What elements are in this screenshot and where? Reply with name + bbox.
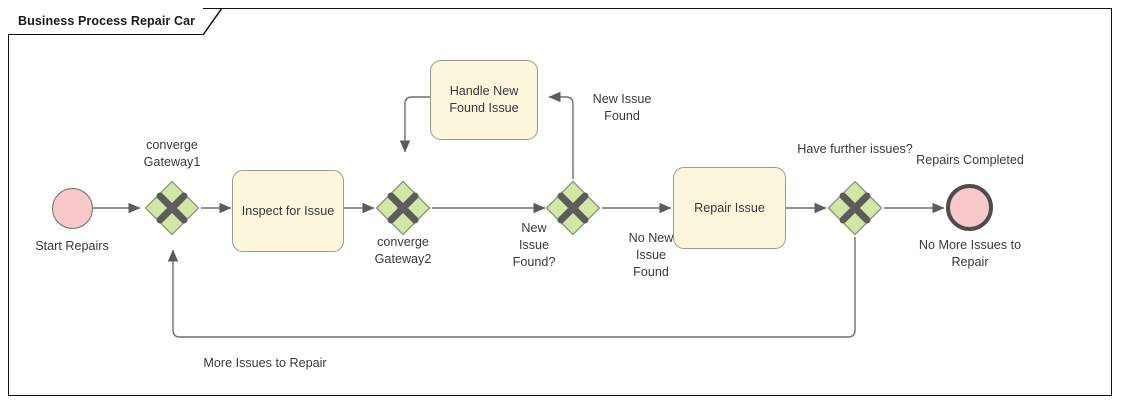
task-repair-label: Repair Issue — [694, 200, 765, 215]
gateway3-diamond-icon — [545, 180, 601, 236]
task-repair-issue[interactable]: Repair Issue — [673, 167, 786, 249]
task-inspect-for-issue[interactable]: Inspect for Issue — [232, 170, 344, 252]
process-title-tab: Business Process Repair Car — [8, 8, 223, 35]
end-event-sublabel: No More Issues to Repair — [918, 238, 1022, 269]
process-title-label: Business Process Repair Car — [18, 14, 196, 28]
gateway4-label: Have further issues? — [797, 142, 913, 156]
task-handle-new-found-issue[interactable]: Handle New Found Issue — [430, 60, 538, 140]
gateway1-diamond-icon — [144, 180, 200, 236]
gateway2-label: converge Gateway2 — [374, 235, 432, 266]
end-event-repairs-completed[interactable] — [946, 184, 993, 231]
flow-label-no-new-issue-found: No New Issue Found — [628, 231, 674, 279]
flow-label-more-issues-to-repair: More Issues to Repair — [203, 356, 327, 370]
gateway2-diamond-icon — [375, 180, 431, 236]
task-inspect-label: Inspect for Issue — [241, 203, 335, 218]
gateway-converge-gateway1[interactable] — [144, 180, 200, 236]
gateway-converge-gateway2[interactable] — [375, 180, 431, 236]
task-handle-label: Handle New Found Issue — [449, 84, 519, 115]
end-event-label: Repairs Completed — [916, 153, 1024, 167]
gateway-new-issue-found[interactable] — [545, 180, 601, 236]
gateway-have-further-issues[interactable] — [827, 180, 883, 236]
start-event-label: Start Repairs — [35, 239, 109, 253]
gateway1-label: converge Gateway1 — [143, 138, 201, 169]
flow-label-new-issue-found: New Issue Found — [592, 92, 652, 123]
gateway3-label: New Issue Found? — [512, 221, 556, 269]
process-title-tab-box: Business Process Repair Car — [8, 8, 223, 35]
start-event-start-repairs[interactable] — [52, 188, 93, 229]
gateway4-diamond-icon — [827, 180, 883, 236]
title-tab-slant-edge — [203, 8, 225, 35]
